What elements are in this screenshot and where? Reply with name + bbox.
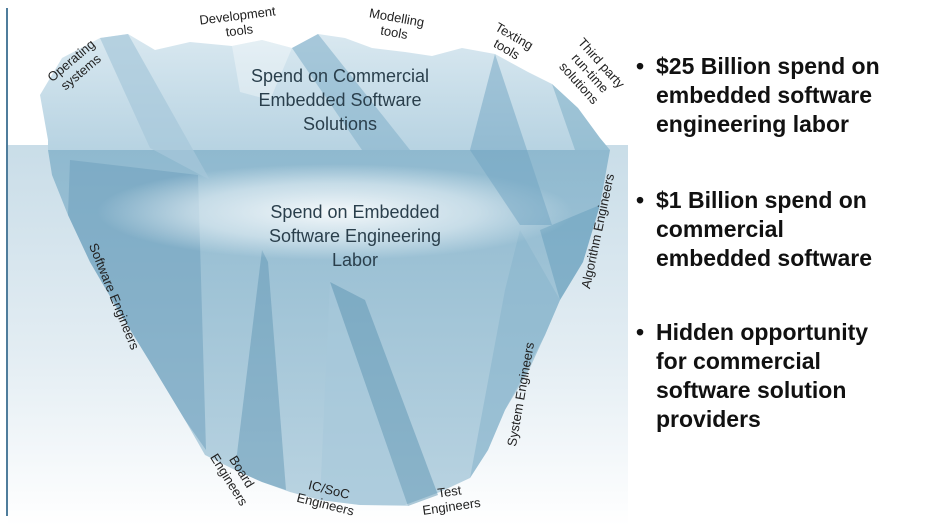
label-line: Test xyxy=(437,482,463,500)
label-line: tools xyxy=(379,23,409,43)
bullet-line: embedded software xyxy=(656,245,872,271)
tip-facet xyxy=(470,54,552,225)
label-line: tools xyxy=(225,21,255,39)
body-line-3: Labor xyxy=(332,250,378,270)
waterline-glow xyxy=(97,164,573,260)
bullet-line: providers xyxy=(656,406,761,432)
bullet-line: software solution xyxy=(656,377,847,403)
underwater-facet xyxy=(320,280,408,506)
tip-line-1: Spend on Commercial xyxy=(251,66,429,86)
bullet-line: for commercial xyxy=(656,348,821,374)
underwater-facet xyxy=(235,250,286,490)
label-modelling-tools: Modelling tools xyxy=(368,5,425,43)
tip-facet xyxy=(232,40,292,100)
label-development-tools: Development tools xyxy=(199,3,277,39)
bullet-line: $1 Billion spend on xyxy=(656,187,867,213)
bullet-line: embedded software xyxy=(656,82,872,108)
tip-line-2: Embedded Software xyxy=(258,90,421,110)
tip-facet xyxy=(100,34,210,180)
bullet-dot: • xyxy=(636,53,645,79)
tip-facet xyxy=(292,34,410,150)
underwater-facet xyxy=(470,230,560,478)
body-line-2: Software Engineering xyxy=(269,226,441,246)
bullet-dot: • xyxy=(636,187,645,213)
tip-facet xyxy=(552,84,610,150)
bullet-dot: • xyxy=(636,319,645,345)
bullet-item: • $25 Billion spend on embedded software… xyxy=(636,52,936,142)
left-frame-line xyxy=(0,8,8,516)
bullet-line: $25 Billion spend on xyxy=(656,53,880,79)
underwater-facet xyxy=(330,282,438,506)
tip-line-3: Solutions xyxy=(303,114,377,134)
bullet-item: • $1 Billion spend on commercial embedde… xyxy=(636,186,936,276)
bullet-line: Hidden opportunity xyxy=(656,319,869,345)
body-line-1: Spend on Embedded xyxy=(270,202,439,222)
bullet-line: commercial xyxy=(656,216,784,242)
bullet-item: • Hidden opportunity for commercial soft… xyxy=(636,318,936,438)
bullet-line: engineering labor xyxy=(656,111,849,137)
